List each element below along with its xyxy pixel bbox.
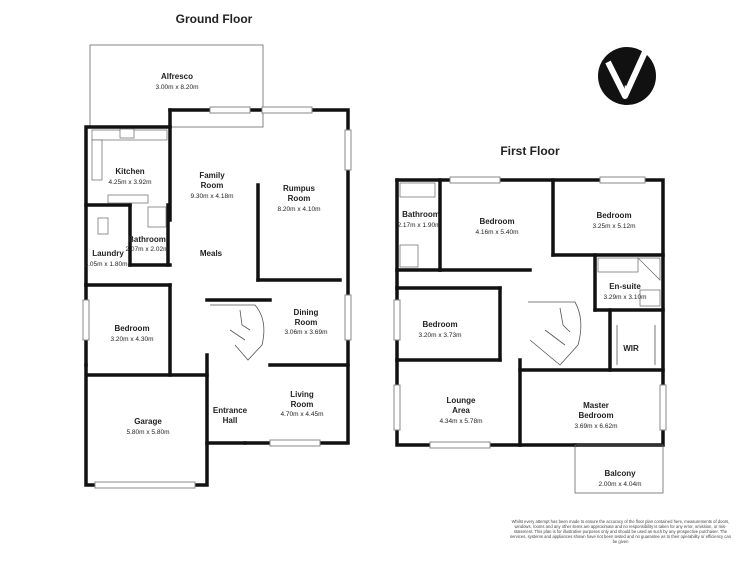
master-bedroom-dims: 3.69m x 6.62m bbox=[575, 423, 618, 430]
meals-label: Meals bbox=[200, 249, 223, 258]
ground-bathroom-shower bbox=[147, 206, 167, 228]
first-bathroom-dims: 2.17m x 1.90m bbox=[398, 222, 441, 229]
entrance-hall-label-1: Entrance bbox=[213, 406, 248, 415]
master-bedroom-label-1: Master bbox=[583, 401, 609, 410]
living-room-label-1: Living bbox=[290, 390, 314, 399]
lounge-area-label-1: Lounge bbox=[447, 396, 476, 405]
first-floor-fixtures bbox=[399, 182, 661, 365]
balcony-label: Balcony bbox=[604, 469, 636, 478]
lounge-area-dims: 4.34m x 5.78m bbox=[440, 418, 483, 425]
bedroom-2-label: Bedroom bbox=[479, 217, 514, 226]
kitchen-label: Kitchen bbox=[115, 167, 144, 176]
rumpus-room-label-2: Room bbox=[288, 194, 311, 203]
rumpus-room-label-1: Rumpus bbox=[283, 184, 316, 193]
family-room-label-2: Room bbox=[201, 181, 224, 190]
kitchen-fixtures bbox=[91, 128, 168, 204]
bedroom-3-dims: 3.25m x 5.12m bbox=[593, 223, 636, 230]
ground-floor-windows bbox=[82, 106, 352, 489]
bedroom-4-label: Bedroom bbox=[422, 320, 457, 329]
lounge-area-label-2: Area bbox=[452, 406, 470, 415]
rumpus-room-dims: 8.20m x 4.10m bbox=[278, 206, 321, 213]
dining-room-label-1: Dining bbox=[294, 308, 319, 317]
family-room-dims: 9.30m x 4.18m bbox=[191, 193, 234, 200]
ground-bedroom-dims: 3.20m x 4.30m bbox=[111, 336, 154, 343]
first-floor-labels: Bathroom 2.17m x 1.90m Bedroom 4.16m x 5… bbox=[398, 210, 647, 488]
first-bathroom-label: Bathroom bbox=[402, 210, 440, 219]
first-floor-windows bbox=[393, 176, 667, 449]
ensuite-dims: 3.29m x 3.10m bbox=[604, 294, 647, 301]
laundry-label: Laundry bbox=[92, 249, 124, 258]
alfresco-outline bbox=[89, 44, 264, 128]
living-room-dims: 4.70m x 4.45m bbox=[281, 411, 324, 418]
ground-bathroom-dims: 2.07m x 2.02m bbox=[126, 246, 169, 253]
first-floor-stairs bbox=[528, 301, 582, 366]
ground-floor-stairs bbox=[210, 304, 265, 361]
living-room-label-2: Room bbox=[291, 400, 314, 409]
alfresco-label: Alfresco bbox=[161, 72, 193, 81]
dining-room-label-2: Room bbox=[295, 318, 318, 327]
kitchen-dims: 4.25m x 3.92m bbox=[109, 179, 152, 186]
disclaimer-text: Whilst every attempt has been made to en… bbox=[509, 519, 732, 544]
bedroom-4-dims: 3.20m x 3.73m bbox=[419, 332, 462, 339]
ground-bedroom-label: Bedroom bbox=[114, 324, 149, 333]
bedroom-3-label: Bedroom bbox=[596, 211, 631, 220]
laundry-dims: 3.05m x 1.80m bbox=[85, 261, 128, 268]
first-floor-title: First Floor bbox=[500, 144, 560, 158]
master-bedroom-label-2: Bedroom bbox=[578, 411, 613, 420]
ground-bathroom-label: Bathroom bbox=[128, 235, 166, 244]
ground-floor-title: Ground Floor bbox=[176, 12, 253, 26]
family-room-label-1: Family bbox=[199, 171, 225, 180]
garage-dims: 5.80m x 5.80m bbox=[127, 429, 170, 436]
balcony-dims: 2.00m x 4.04m bbox=[599, 481, 642, 488]
ensuite-label: En-suite bbox=[609, 282, 641, 291]
ground-floor-labels: Alfresco 3.00m x 8.20m Kitchen 4.25m x 3… bbox=[85, 72, 328, 436]
laundry-tub bbox=[97, 217, 109, 235]
balcony-outline bbox=[574, 444, 664, 494]
dining-room-dims: 3.06m x 3.69m bbox=[285, 329, 328, 336]
svg-text:N: N bbox=[620, 84, 627, 94]
vn-logo-icon: N bbox=[598, 47, 656, 105]
alfresco-dims: 3.00m x 8.20m bbox=[156, 84, 199, 91]
garage-label: Garage bbox=[134, 417, 162, 426]
wir-label: WIR bbox=[623, 344, 639, 353]
bedroom-2-dims: 4.16m x 5.40m bbox=[476, 229, 519, 236]
entrance-hall-label-2: Hall bbox=[223, 416, 238, 425]
